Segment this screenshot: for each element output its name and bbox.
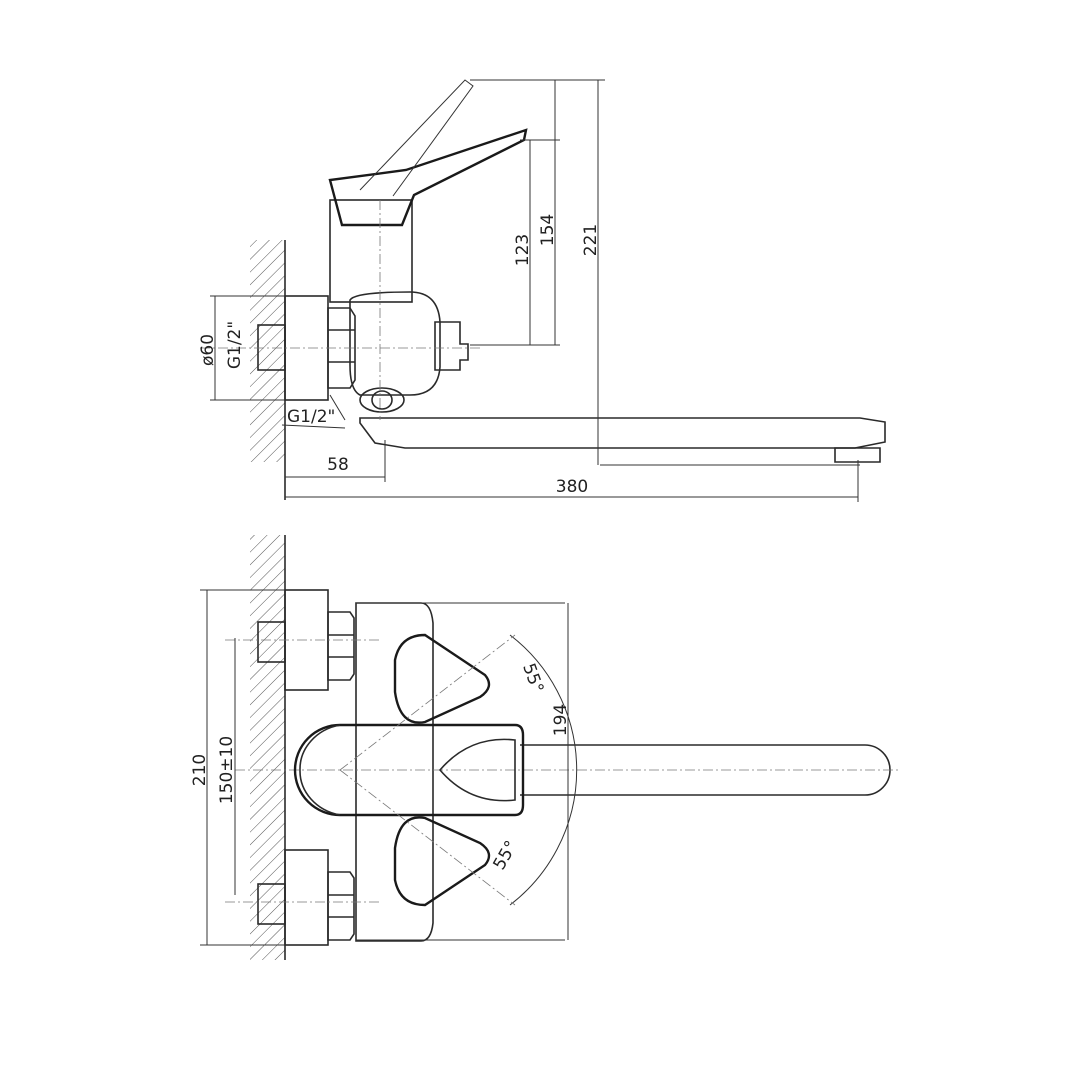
body xyxy=(355,602,434,942)
dim-spout-length: 380 xyxy=(556,477,588,497)
angle-upper: 55° xyxy=(518,661,547,696)
dim-flange-diameter: ø60 xyxy=(198,334,218,366)
top-view: 210 150±10 194 55° 55° xyxy=(190,535,900,960)
flange-lower xyxy=(284,849,329,946)
dim-lever-open-height: 154 xyxy=(538,214,558,246)
dim-body-width: 194 xyxy=(551,704,571,736)
dim-total-height: 221 xyxy=(581,224,601,256)
dim-lever-height: 123 xyxy=(513,234,533,266)
lever-closed xyxy=(328,128,528,227)
spout xyxy=(359,417,886,449)
dim-wall-offset: 58 xyxy=(327,455,349,475)
wall-hatch xyxy=(250,240,285,462)
lever-open xyxy=(359,79,474,197)
body-column xyxy=(329,199,413,303)
wall-hatch-bottom xyxy=(250,535,285,960)
dim-center-distance: 150±10 xyxy=(217,736,237,804)
side-view: 123 154 221 ø60 G1/2" G1/2" 58 380 xyxy=(198,79,886,502)
dim-thread-inlet: G1/2" xyxy=(225,321,245,369)
dim-total-width: 210 xyxy=(190,754,210,786)
angle-lower: 55° xyxy=(489,837,521,873)
handle xyxy=(293,723,525,817)
dim-thread-outlet: G1/2" xyxy=(287,407,335,427)
